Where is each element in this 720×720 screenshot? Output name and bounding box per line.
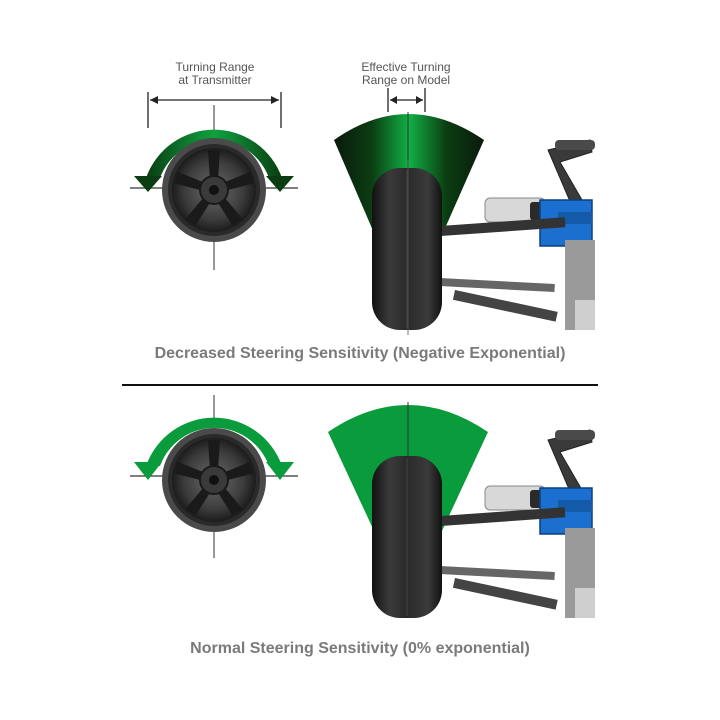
curved-arrow-icon [134,129,294,192]
transmitter-range-dimension [147,92,282,128]
transmitter-range-label: Turning Range at Transmitter [150,61,280,87]
caption-decreased: Decreased Steering Sensitivity (Negative… [154,345,566,362]
panel-normal [130,395,595,618]
transmitter-range-label-line2: at Transmitter [178,73,252,87]
panel-decreased [130,88,595,335]
steering-wheel-icon [162,138,266,242]
suspension-assembly-icon [439,139,595,330]
transmitter-range-label-line1: Turning Range [175,60,255,74]
model-range-label-line1: Effective Turning [361,60,451,74]
steering-wheel-icon [162,428,266,532]
rc-car-tire-icon [372,456,442,618]
model-range-label-line2: Range on Model [361,73,451,87]
rc-car-tire-icon [372,168,442,330]
suspension-assembly-icon [439,429,595,618]
model-range-dimension [387,88,426,112]
caption-normal: Normal Steering Sensitivity (0% exponent… [190,640,530,657]
model-range-label: Effective Turning Range on Model [336,61,476,87]
curved-arrow-icon [134,417,294,480]
